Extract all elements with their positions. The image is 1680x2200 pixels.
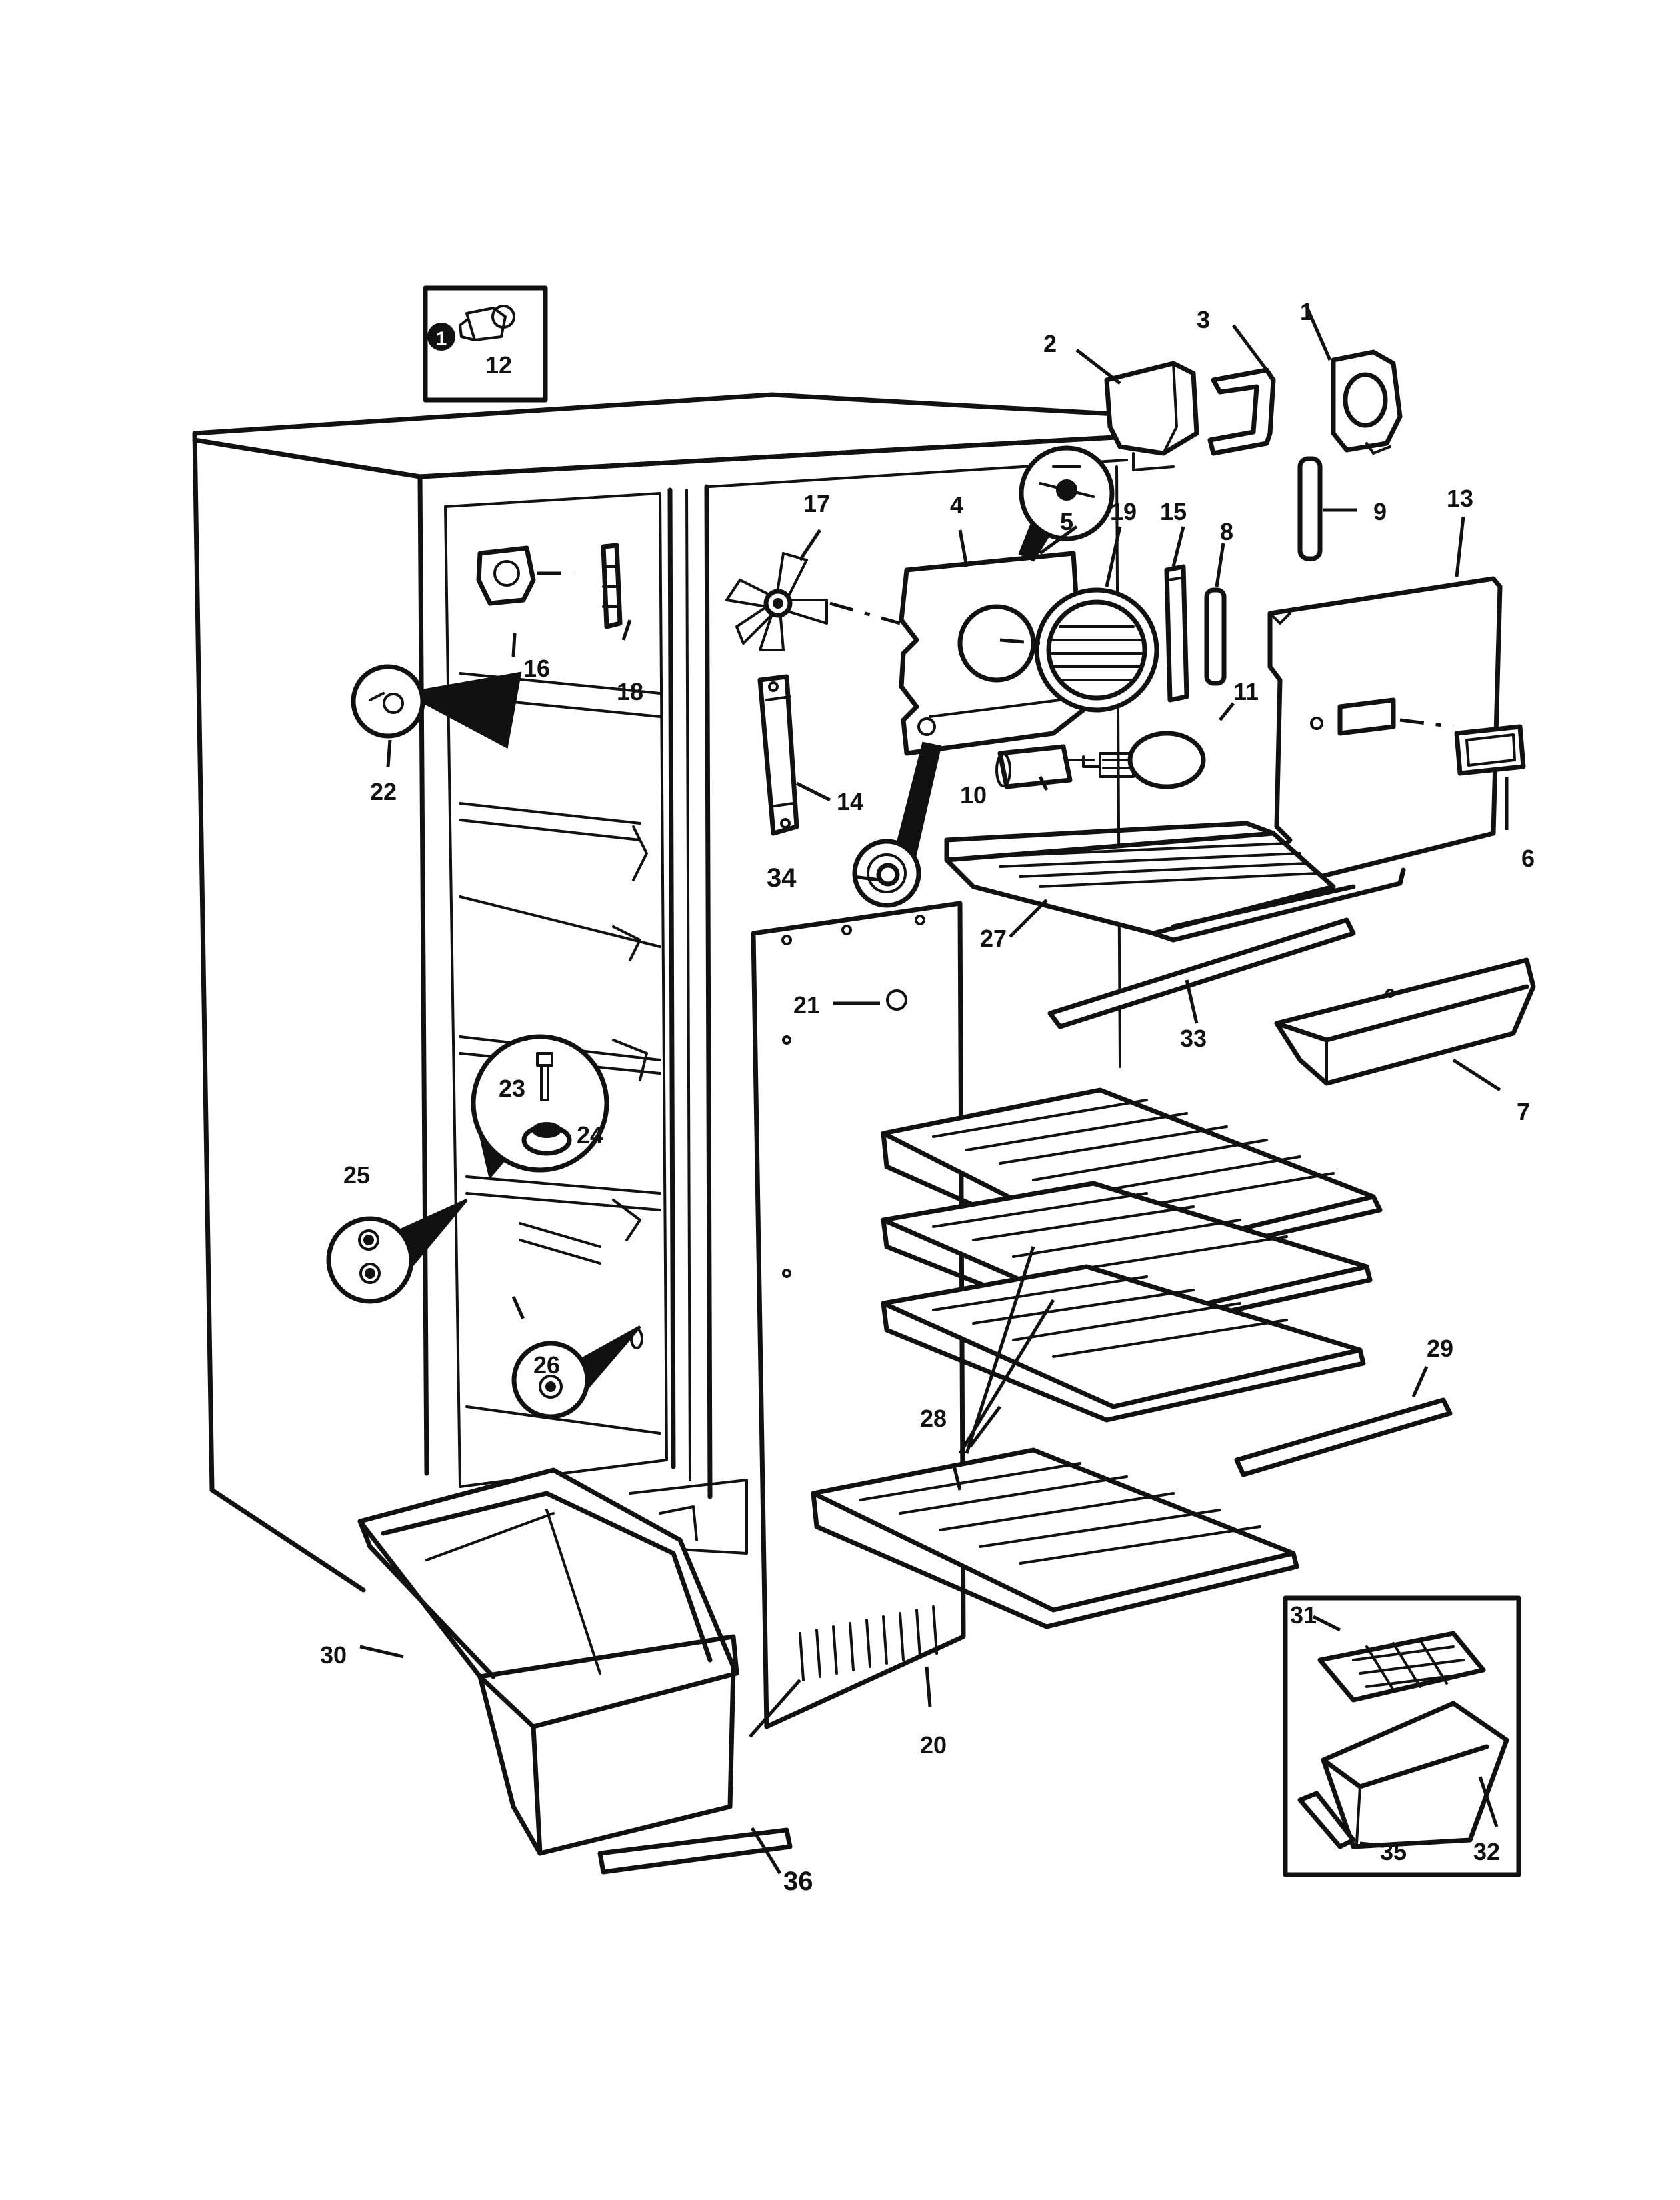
light-bulb-11 [1099, 731, 1206, 789]
callout-labels: 1 2 3 4 5 6 7 8 9 10 11 12 13 14 15 16 1… [320, 298, 1535, 1896]
shelf-27 [944, 821, 1406, 943]
bracket-3 [1207, 367, 1276, 456]
callout-1: 1 [1300, 298, 1313, 325]
callout-18: 18 [617, 678, 643, 705]
callout-28: 28 [920, 1405, 947, 1432]
callout-11: 11 [1233, 678, 1259, 705]
callout-2: 2 [1043, 330, 1057, 357]
callout-10: 10 [960, 781, 987, 809]
bracket-15 [1164, 564, 1189, 703]
inset-badge-circle [427, 323, 455, 351]
callout-6: 6 [1521, 845, 1535, 872]
callout-16: 16 [523, 655, 550, 682]
switch-part-icon [459, 305, 515, 341]
callout-30: 30 [320, 1641, 347, 1669]
ice-bin-32 [1321, 1701, 1509, 1849]
dairy-bin-7 [1274, 957, 1536, 1086]
callout-5: 5 [1060, 508, 1073, 535]
trim-strip-36 [597, 1827, 793, 1875]
callout-22: 22 [370, 778, 397, 805]
housing-2 [1104, 361, 1199, 471]
strip-35 [1297, 1791, 1356, 1849]
bracket-14 [757, 674, 799, 836]
tube-9 [1297, 456, 1323, 561]
callout-3: 3 [1197, 306, 1210, 333]
ice-tray-31 [1317, 1631, 1486, 1703]
callout-bubble-23-24 [471, 1034, 609, 1180]
leader-lines [359, 305, 1509, 1875]
shelf-28-c [881, 1264, 1366, 1423]
callout-12: 12 [485, 351, 512, 379]
callout-13: 13 [1447, 485, 1473, 512]
callout-23: 23 [499, 1075, 525, 1102]
callout-19: 19 [1110, 498, 1137, 525]
inset-box-ice-tray [1283, 1595, 1521, 1877]
cover-1 [1331, 349, 1403, 455]
callout-26: 26 [533, 1351, 560, 1379]
callout-17: 17 [803, 490, 830, 517]
callout-8: 8 [1220, 518, 1233, 545]
callout-14: 14 [837, 788, 863, 815]
callout-9: 9 [1373, 498, 1387, 525]
shelf-28-d [811, 1447, 1299, 1629]
callout-29: 29 [1427, 1335, 1453, 1362]
callout-24: 24 [577, 1121, 603, 1149]
vent-slots [799, 1605, 938, 1681]
callout-33: 33 [1180, 1025, 1207, 1052]
callout-bubble-22 [351, 664, 522, 749]
callout-25: 25 [343, 1161, 370, 1189]
inset-box-12: 1 [423, 285, 548, 403]
control-part-16 [476, 545, 573, 606]
callout-31: 31 [1290, 1601, 1317, 1629]
fan-shroud-19 [999, 587, 1159, 713]
callout-4: 4 [950, 491, 963, 519]
callout-15: 15 [1160, 498, 1187, 525]
clip-part-18 [601, 543, 623, 629]
trim-strip-29 [1234, 1397, 1453, 1477]
fan-blade-17 [725, 552, 901, 651]
callout-35: 35 [1380, 1838, 1407, 1865]
knob-part-24 [521, 1122, 572, 1156]
callout-bubble-25 [326, 1199, 468, 1304]
callout-bubble-34 [852, 741, 942, 908]
callout-32: 32 [1473, 1838, 1500, 1865]
screw-part-23 [536, 1052, 553, 1101]
callout-20: 20 [920, 1731, 947, 1759]
callout-34: 34 [767, 863, 797, 893]
callout-36: 36 [783, 1867, 813, 1896]
trim-strip-33 [1047, 917, 1356, 1029]
callout-bubble-26 [511, 1295, 643, 1419]
lamp-socket-10 [995, 744, 1101, 789]
callout-7: 7 [1517, 1098, 1530, 1125]
callout-27: 27 [980, 925, 1007, 952]
gasket-8 [1204, 587, 1227, 686]
callout-21: 21 [793, 991, 820, 1019]
freezer-basket-30 [357, 1467, 739, 1856]
slot-insert-6 [1454, 724, 1526, 776]
inset-badge-text: 1 [436, 328, 447, 350]
callout-bubble-5 [1018, 445, 1115, 562]
